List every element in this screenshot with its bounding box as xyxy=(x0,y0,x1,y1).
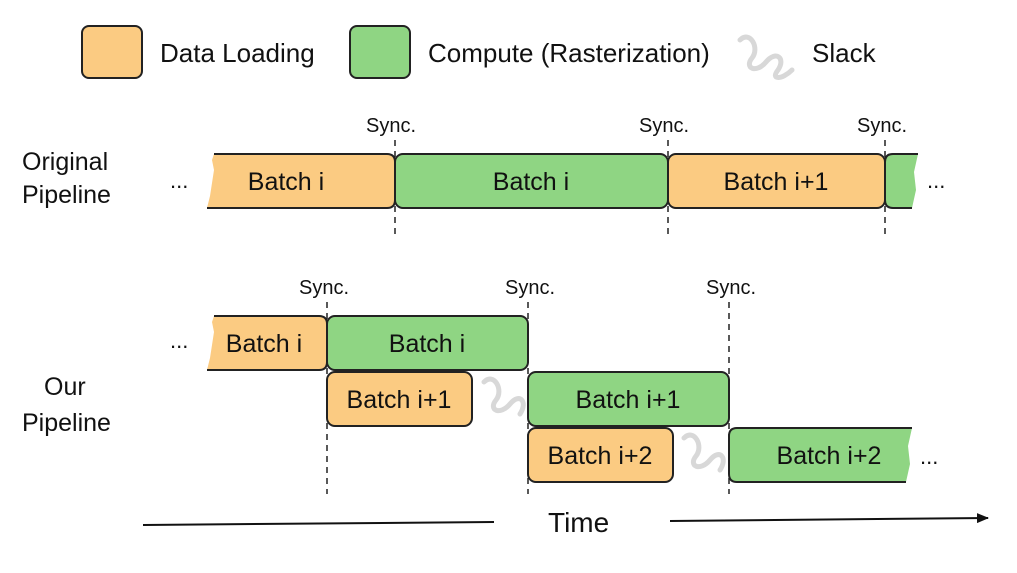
legend-slack-icon xyxy=(737,34,795,80)
our-batch-i2-compute-label: Batch i+2 xyxy=(777,442,882,470)
our-batch-i-compute xyxy=(326,315,529,371)
original-sync-label-1: Sync. xyxy=(366,115,416,137)
original-pipeline-label-line1: Original xyxy=(22,148,108,176)
legend-data-loading-swatch xyxy=(81,25,143,79)
legend-compute-swatch xyxy=(349,25,411,79)
original-batch-i-loading-label: Batch i xyxy=(248,168,324,196)
original-batch-i1-loading-label: Batch i+1 xyxy=(724,168,829,196)
our-batch-i-loading xyxy=(207,316,327,370)
original-leading-ellipsis: ... xyxy=(170,168,188,193)
original-pipeline: Sync. Sync. Sync. ... Batch i Batch i Ba… xyxy=(170,115,945,238)
original-pipeline-label-line2: Pipeline xyxy=(22,181,111,209)
time-label: Time xyxy=(548,507,609,538)
our-sync-label-2: Sync. xyxy=(505,277,555,299)
our-batch-i2-loading xyxy=(527,427,674,483)
our-batch-i1-loading-label: Batch i+1 xyxy=(347,386,452,414)
our-leading-ellipsis: ... xyxy=(170,328,188,353)
our-batch-i-compute-label: Batch i xyxy=(389,330,465,358)
slack-squiggle-2 xyxy=(681,432,726,473)
time-axis-line-left xyxy=(142,521,495,526)
time-axis-arrow xyxy=(669,513,989,524)
our-batch-i1-compute-label: Batch i+1 xyxy=(576,386,681,414)
slack-squiggle-1 xyxy=(481,376,526,417)
our-sync-label-1: Sync. xyxy=(299,277,349,299)
legend-data-loading-label: Data Loading xyxy=(160,38,315,68)
our-batch-i-loading-label: Batch i xyxy=(226,330,302,358)
our-pipeline-label-line1: Our xyxy=(44,373,86,401)
our-batch-i1-compute xyxy=(527,371,730,427)
our-batch-i2-compute xyxy=(729,428,912,482)
legend-compute-label: Compute (Rasterization) xyxy=(428,38,710,68)
time-axis: Time xyxy=(142,507,989,538)
original-batch-i-loading xyxy=(207,154,395,208)
original-next-compute-partial xyxy=(885,154,918,208)
our-sync-label-3: Sync. xyxy=(706,277,756,299)
legend: Data Loading Compute (Rasterization) Sla… xyxy=(81,25,877,80)
original-sync-label-3: Sync. xyxy=(857,115,907,137)
original-batch-i-compute-label: Batch i xyxy=(493,168,569,196)
our-batch-i1-loading xyxy=(326,371,473,427)
our-trailing-ellipsis: ... xyxy=(920,444,938,469)
original-sync-label-2: Sync. xyxy=(639,115,689,137)
our-pipeline: Sync. Sync. Sync. ... Batch i Batch i Ba… xyxy=(170,277,938,494)
our-pipeline-label-line2: Pipeline xyxy=(22,409,111,437)
original-trailing-ellipsis: ... xyxy=(927,168,945,193)
our-batch-i2-loading-label: Batch i+2 xyxy=(548,442,653,470)
legend-slack-label: Slack xyxy=(812,38,877,68)
